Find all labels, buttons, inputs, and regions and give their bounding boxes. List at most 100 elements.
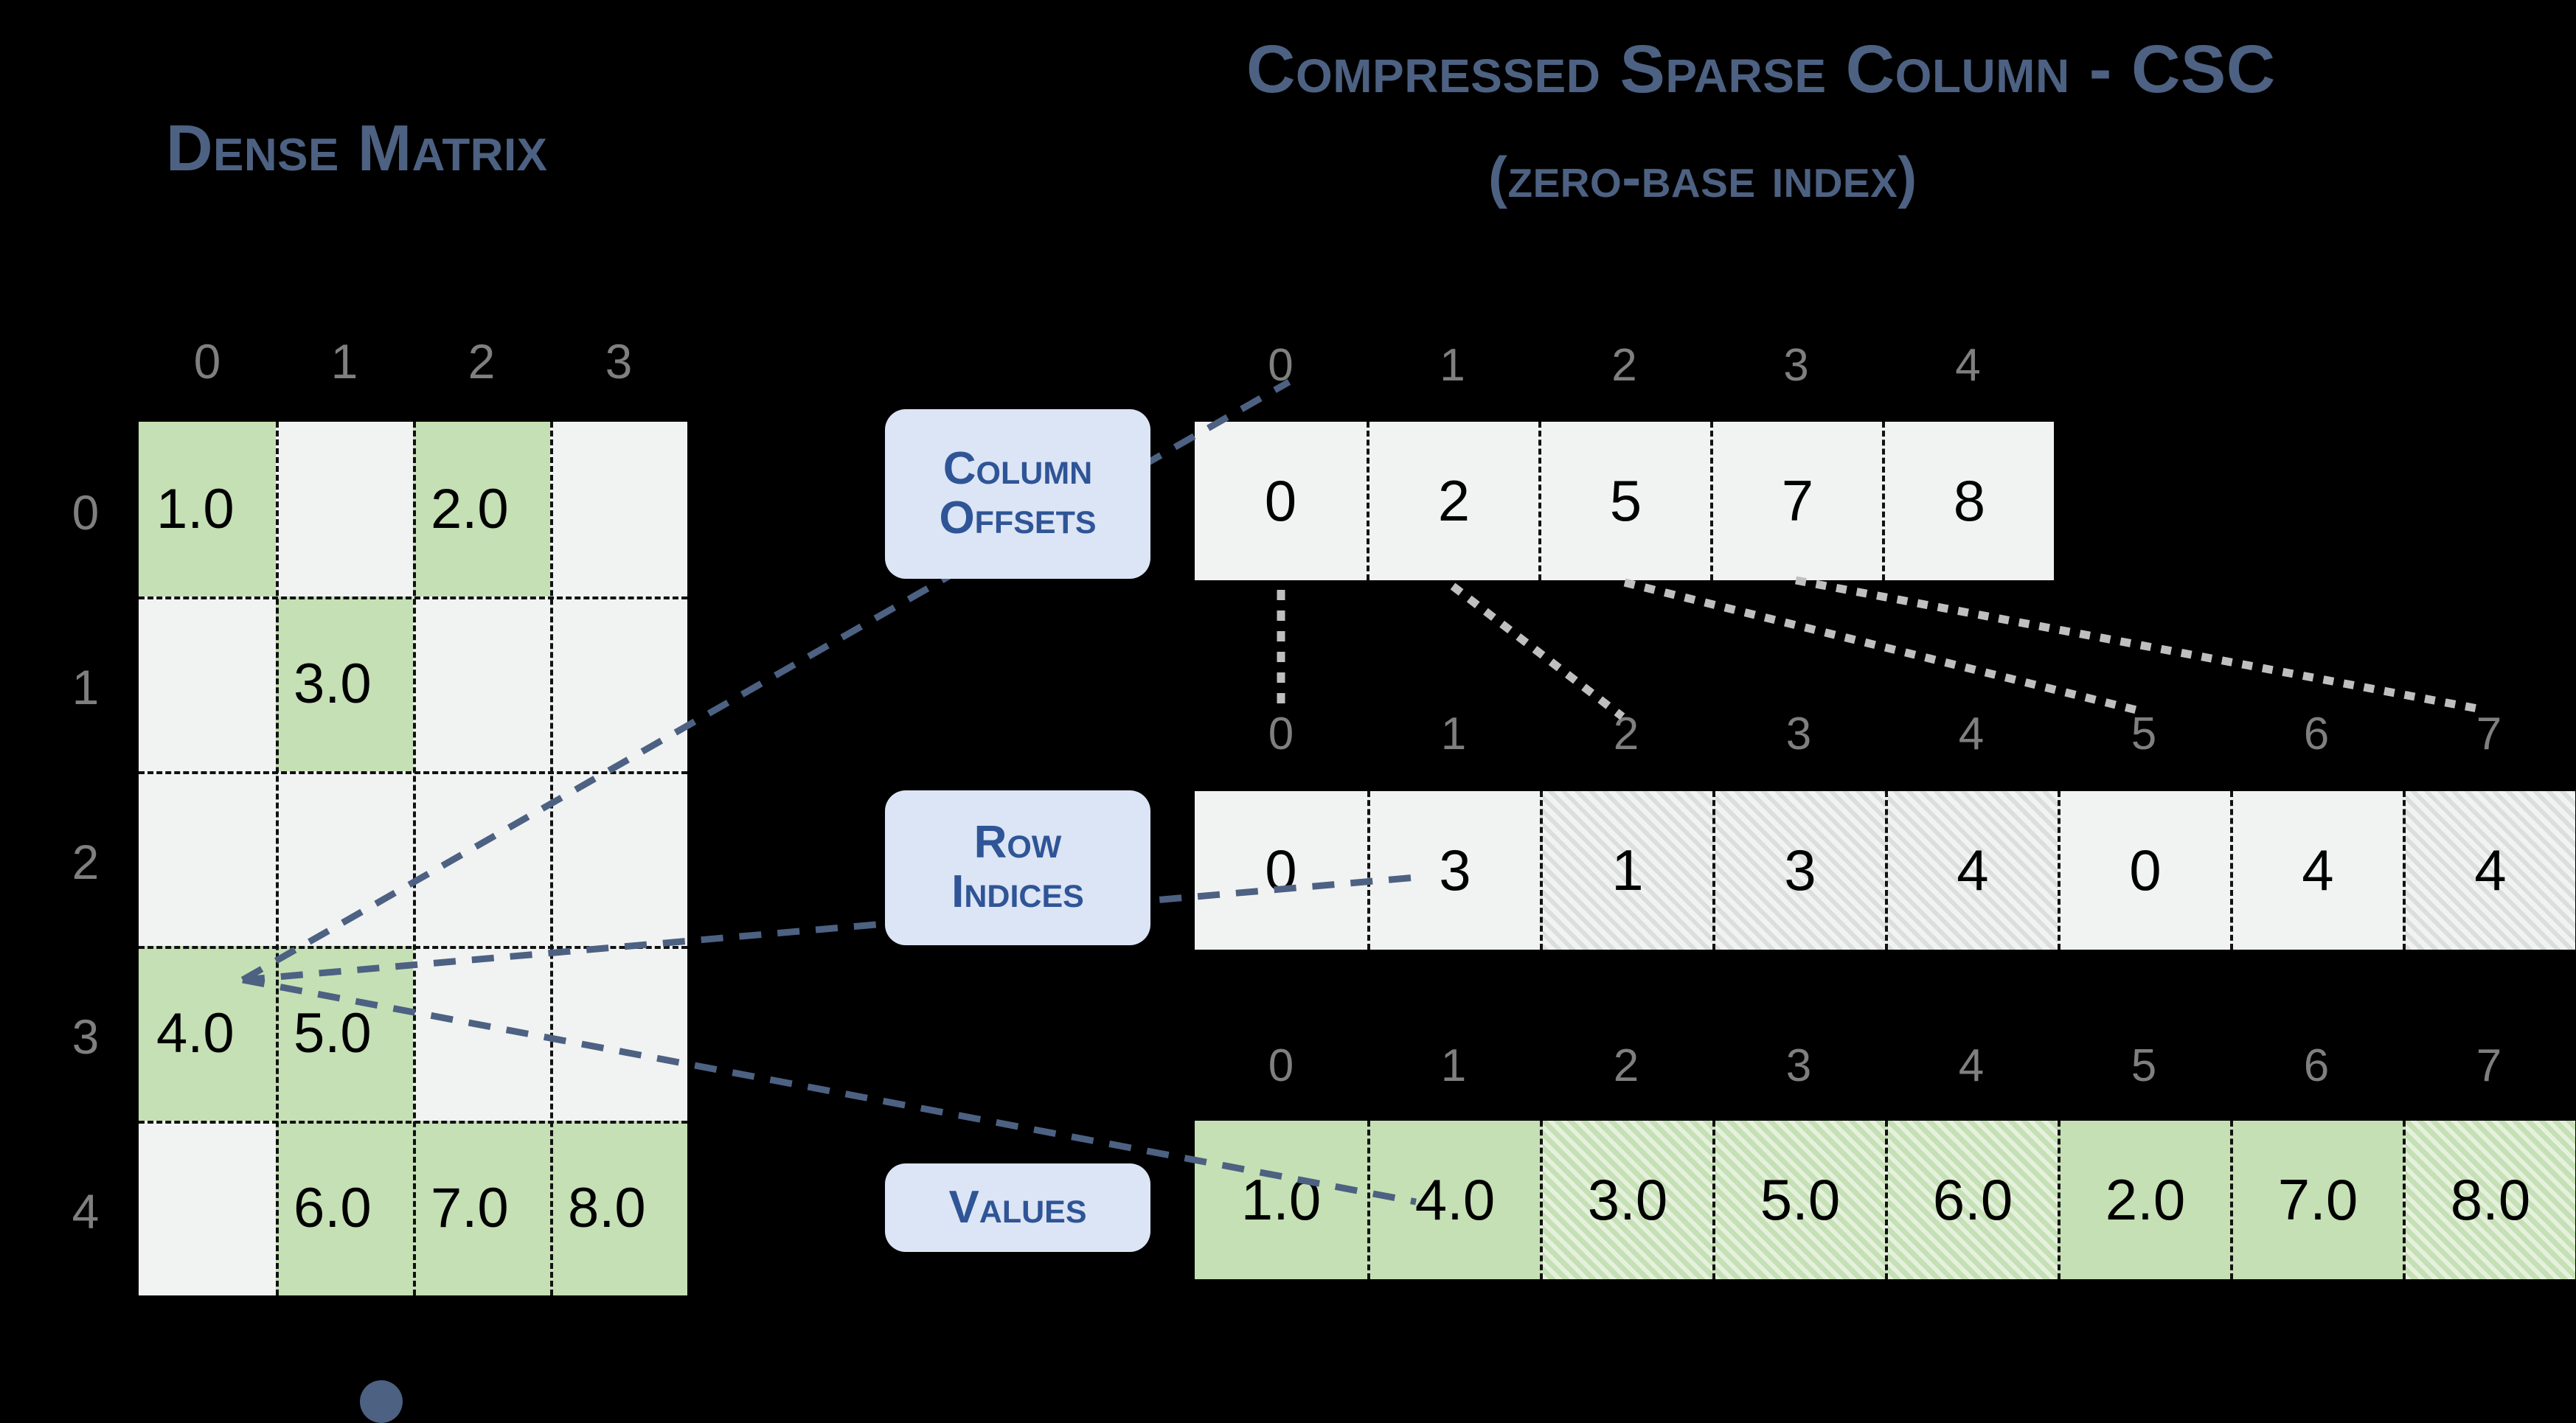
label-column-offsets-line1: Column bbox=[942, 443, 1093, 495]
matrix-col-tick-1: 1 bbox=[330, 334, 358, 389]
column-offsets-ticks: 0 1 2 3 4 bbox=[1195, 339, 2054, 392]
matrix-cell-r3-c3 bbox=[550, 946, 687, 1121]
csc-subtitle: (zero-base index) bbox=[1488, 145, 1917, 209]
matrix-row-tick-0: 0 bbox=[72, 485, 100, 540]
tick-coloff-2: 2 bbox=[1611, 340, 1637, 391]
matrix-gridline bbox=[276, 422, 279, 1295]
matrix-row-tick-3: 3 bbox=[72, 1009, 100, 1064]
arr-rowidx-cell-5: 0 bbox=[2058, 791, 2230, 950]
arr-values-cell-7: 8.0 bbox=[2403, 1121, 2575, 1279]
csc-title: Compressed Sparse Column - CSC bbox=[1246, 32, 2276, 107]
label-row-indices: Row Indices bbox=[885, 790, 1150, 945]
matrix-cell-r4-c2: 7.0 bbox=[413, 1121, 550, 1295]
label-row-indices-line1: Row bbox=[973, 817, 1062, 869]
tick-values-5: 5 bbox=[2131, 1040, 2157, 1091]
matrix-cell-r4-c0 bbox=[139, 1121, 276, 1295]
arr-coloff-cell-3: 7 bbox=[1710, 422, 1882, 580]
arr-values-cell-2: 3.0 bbox=[1540, 1121, 1712, 1279]
arr-rowidx-cell-2: 1 bbox=[1540, 791, 1712, 950]
dense-matrix-title: Dense Matrix bbox=[166, 111, 548, 184]
tick-coloff-4: 4 bbox=[1955, 340, 1981, 391]
values-ticks: 0 1 2 3 4 5 6 7 bbox=[1195, 1040, 2575, 1092]
tick-rowidx-3: 3 bbox=[1785, 709, 1812, 759]
tick-values-2: 2 bbox=[1613, 1040, 1639, 1091]
tick-rowidx-5: 5 bbox=[2131, 709, 2157, 759]
arr-rowidx-cell-1: 3 bbox=[1367, 791, 1540, 950]
matrix-gridline bbox=[139, 946, 687, 949]
tick-rowidx-4: 4 bbox=[1958, 709, 1985, 759]
label-values-text: Values bbox=[948, 1181, 1087, 1233]
matrix-cell-r2-c2 bbox=[413, 771, 550, 946]
matrix-cell-r0-c0: 1.0 bbox=[139, 422, 276, 596]
tick-rowidx-1: 1 bbox=[1440, 709, 1467, 759]
matrix-cell-r1-c2 bbox=[413, 596, 550, 771]
arr-coloff-cell-0: 0 bbox=[1195, 422, 1367, 580]
arr-values-cell-4: 6.0 bbox=[1885, 1121, 2058, 1279]
origin-marker-dot bbox=[360, 1380, 403, 1423]
tick-coloff-1: 1 bbox=[1440, 340, 1465, 391]
arr-coloff-cell-2: 5 bbox=[1538, 422, 1710, 580]
matrix-cell-r0-c3 bbox=[550, 422, 687, 596]
tick-values-7: 7 bbox=[2476, 1040, 2502, 1091]
arr-rowidx-cell-6: 4 bbox=[2230, 791, 2403, 950]
matrix-cell-r3-c0: 4.0 bbox=[139, 946, 276, 1121]
tick-rowidx-2: 2 bbox=[1613, 709, 1639, 759]
label-values: Values bbox=[885, 1163, 1150, 1252]
diagram-canvas: Dense Matrix Compressed Sparse Column - … bbox=[72, 32, 2575, 1423]
arr-rowidx-cell-0: 0 bbox=[1195, 791, 1367, 950]
label-row-indices-line2: Indices bbox=[951, 866, 1084, 917]
matrix-cell-r0-c1 bbox=[276, 422, 413, 596]
matrix-cell-r4-c1: 6.0 bbox=[276, 1121, 413, 1295]
arr-coloff-cell-1: 2 bbox=[1367, 422, 1538, 580]
arr-values-cell-0: 1.0 bbox=[1195, 1121, 1367, 1279]
matrix-col-tick-2: 2 bbox=[468, 334, 496, 389]
matrix-row-tick-2: 2 bbox=[72, 835, 100, 889]
tick-values-1: 1 bbox=[1440, 1040, 1467, 1091]
matrix-col-tick-3: 3 bbox=[605, 334, 633, 389]
label-column-offsets-line2: Offsets bbox=[939, 493, 1097, 543]
matrix-cell-r2-c3 bbox=[550, 771, 687, 946]
matrix-cell-r1-c0 bbox=[139, 596, 276, 771]
matrix-gridline bbox=[550, 422, 553, 1295]
tick-rowidx-7: 7 bbox=[2476, 709, 2502, 759]
arr-rowidx-cell-4: 4 bbox=[1885, 791, 2058, 950]
arr-rowidx-cell-7: 4 bbox=[2403, 791, 2575, 950]
arr-coloff-cell-4: 8 bbox=[1882, 422, 2054, 580]
row-indices-ticks: 0 1 2 3 4 5 6 7 bbox=[1195, 708, 2575, 760]
matrix-cell-r2-c1 bbox=[276, 771, 413, 946]
arr-values-cell-5: 2.0 bbox=[2058, 1121, 2230, 1279]
matrix-gridline bbox=[139, 596, 687, 599]
matrix-cell-r2-c0 bbox=[139, 771, 276, 946]
arr-values-cell-1: 4.0 bbox=[1367, 1121, 1540, 1279]
matrix-cell-r3-c1: 5.0 bbox=[276, 946, 413, 1121]
matrix-gridline bbox=[139, 1121, 687, 1124]
tick-values-6: 6 bbox=[2303, 1040, 2330, 1091]
offset-link-2 bbox=[1623, 578, 2144, 716]
matrix-cell-r3-c2 bbox=[413, 946, 550, 1121]
matrix-cell-r1-c3 bbox=[550, 596, 687, 771]
tick-values-4: 4 bbox=[1958, 1040, 1985, 1091]
tick-rowidx-0: 0 bbox=[1268, 709, 1294, 759]
arr-rowidx-cell-3: 3 bbox=[1712, 791, 1885, 950]
matrix-gridline bbox=[413, 422, 416, 1295]
matrix-gridline bbox=[139, 771, 687, 774]
matrix-cell-r1-c1: 3.0 bbox=[276, 596, 413, 771]
offset-link-1 bbox=[1450, 582, 1625, 720]
tick-rowidx-6: 6 bbox=[2303, 709, 2330, 759]
offset-link-3 bbox=[1794, 576, 2487, 714]
matrix-cell-r4-c3: 8.0 bbox=[550, 1121, 687, 1295]
matrix-row-tick-4: 4 bbox=[72, 1184, 100, 1239]
tick-coloff-0: 0 bbox=[1268, 340, 1294, 391]
arr-values-cell-6: 7.0 bbox=[2230, 1121, 2403, 1279]
matrix-cell-r0-c2: 2.0 bbox=[413, 422, 550, 596]
tick-values-3: 3 bbox=[1785, 1040, 1812, 1091]
arr-values-cell-3: 5.0 bbox=[1712, 1121, 1885, 1279]
matrix-row-tick-1: 1 bbox=[72, 660, 100, 714]
label-column-offsets: Column Offsets bbox=[885, 409, 1150, 579]
tick-coloff-3: 3 bbox=[1783, 340, 1809, 391]
tick-values-0: 0 bbox=[1268, 1040, 1294, 1091]
